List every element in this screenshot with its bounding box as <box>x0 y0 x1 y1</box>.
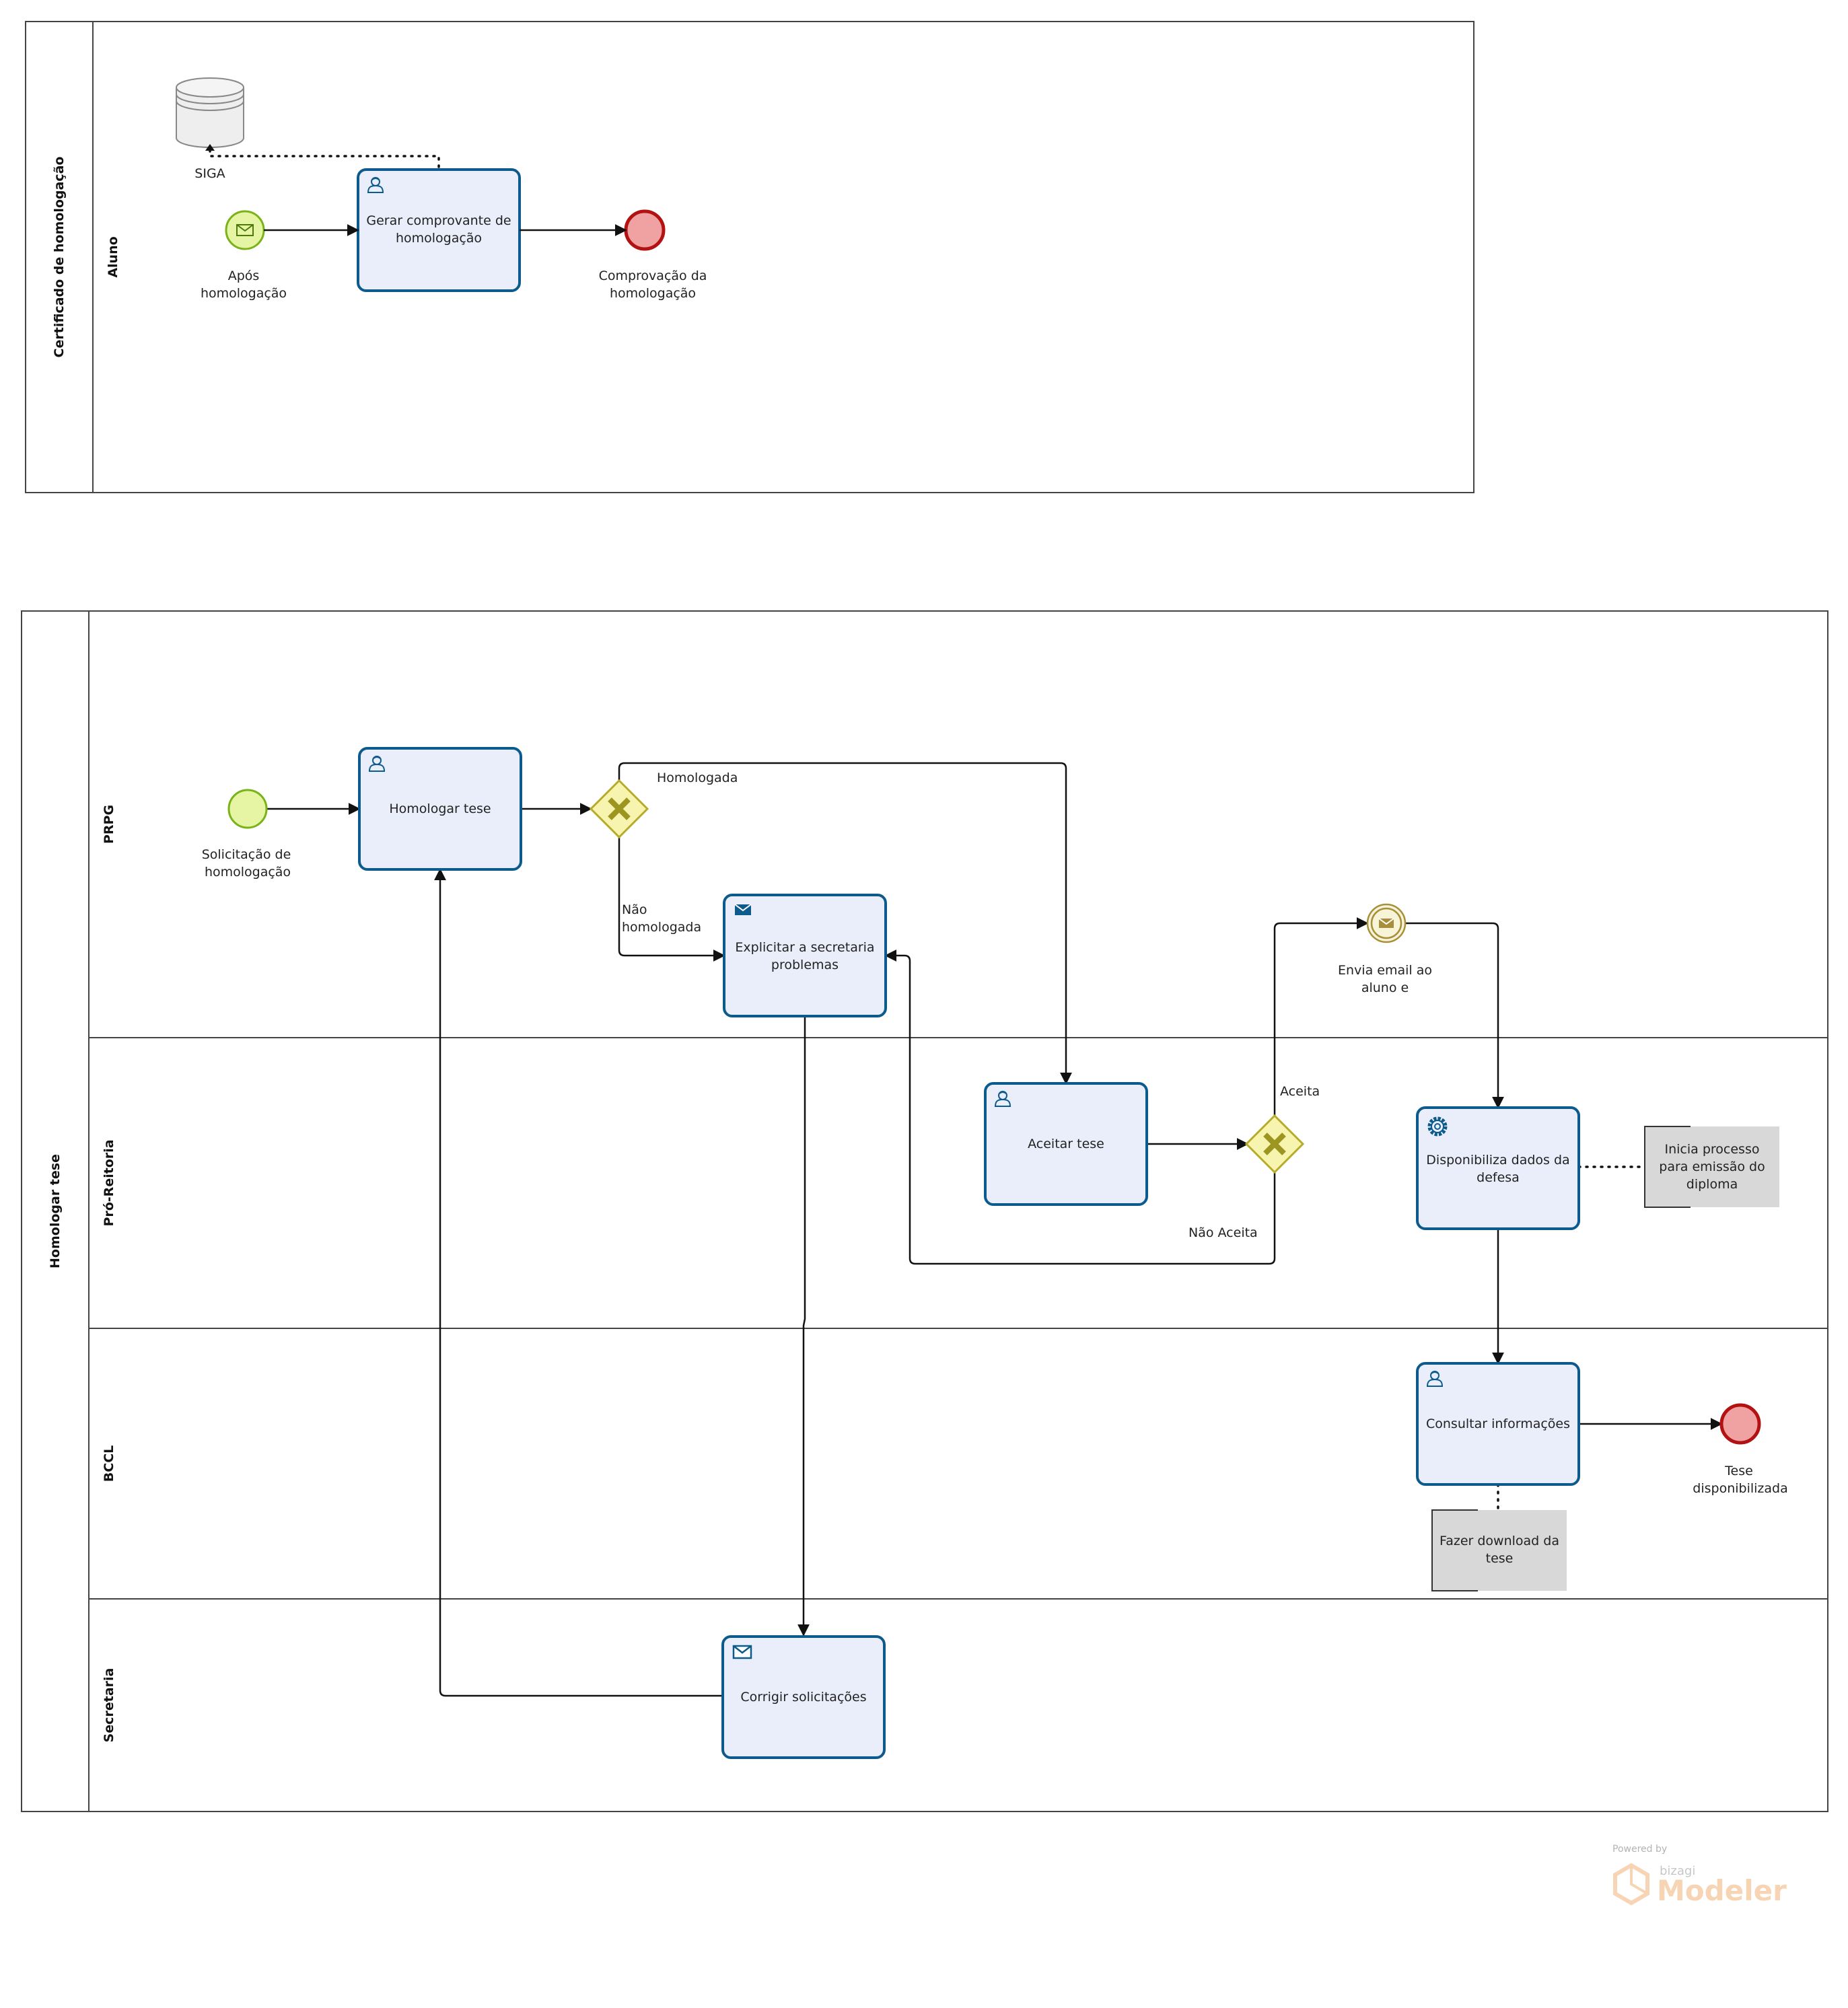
end-event-comprovacao[interactable] <box>624 209 666 251</box>
task-label: Gerar comprovante de <box>366 213 511 228</box>
event-label: Tese <box>1724 1464 1753 1478</box>
annotation-text: Inicia processo <box>1665 1142 1760 1157</box>
task-disponibiliza-dados[interactable]: Disponibiliza dados da defesa <box>1416 1106 1580 1230</box>
flow-label-nao-homologada: homologada <box>622 920 701 935</box>
lane-title-bccl: BCCL <box>102 1445 116 1482</box>
exclusive-gateway-homologada[interactable] <box>589 779 649 839</box>
task-label: Disponibiliza dados da <box>1426 1153 1569 1168</box>
flow-label-homologada: Homologada <box>657 770 738 785</box>
sequence-flow <box>434 868 723 1697</box>
envelope-icon <box>236 224 254 236</box>
task-aceitar-tese[interactable]: Aceitar tese <box>984 1082 1148 1206</box>
event-label: aluno e <box>1361 980 1409 995</box>
flow-label-nao-homologada: Não <box>622 902 647 917</box>
envelope-icon <box>1378 918 1394 928</box>
pool-title-certificado: Certificado de homologação <box>52 157 67 358</box>
siga-label: SIGA <box>194 166 225 181</box>
event-label: disponibilizada <box>1693 1481 1787 1496</box>
association-gerar-siga <box>209 148 440 168</box>
task-label: homologação <box>396 231 482 246</box>
task-label: Aceitar tese <box>1028 1137 1104 1151</box>
annotation-inicia-processo: Inicia processo para emissão do diploma <box>1644 1126 1779 1208</box>
task-gerar-comprovante[interactable]: Gerar comprovante de homologação <box>357 168 521 292</box>
lane-title-prpg: PRPG <box>102 805 116 844</box>
task-label: problemas <box>771 958 839 972</box>
task-consultar-informacoes[interactable]: Consultar informações <box>1416 1362 1580 1486</box>
event-label: Solicitação de <box>202 847 291 862</box>
end-event-tese-disponibilizada[interactable] <box>1719 1403 1761 1445</box>
flow-label-nao-aceita: Não Aceita <box>1188 1225 1258 1240</box>
pool-certificado: Certificado de homologação Aluno <box>25 21 1474 493</box>
flow-nao-aceita <box>884 949 1276 1265</box>
event-label: Envia email ao <box>1338 963 1432 978</box>
pool-title-homologar: Homologar tese <box>48 1154 63 1268</box>
x-icon <box>608 797 631 820</box>
x-icon <box>1263 1133 1286 1155</box>
flow-aceita <box>1273 917 1369 1116</box>
flow-homologada <box>618 762 1072 1085</box>
task-label: Homologar tese <box>389 801 491 816</box>
sequence-flow <box>797 1016 810 1637</box>
gear-icon <box>1427 1116 1448 1137</box>
bizagi-logo-icon <box>1613 1863 1649 1906</box>
intermediate-event-envia-email[interactable] <box>1366 903 1407 943</box>
task-corrigir-solicitacoes[interactable]: Corrigir solicitações <box>721 1635 886 1759</box>
annotation-text: para emissão do <box>1659 1159 1765 1174</box>
task-label: defesa <box>1477 1170 1520 1185</box>
task-label: Corrigir solicitações <box>740 1690 866 1705</box>
watermark-powered: Powered by <box>1612 1844 1667 1855</box>
start-event-apos-homologacao[interactable] <box>225 210 265 250</box>
task-homologar-tese[interactable]: Homologar tese <box>358 747 522 871</box>
event-label: homologação <box>610 286 696 301</box>
task-explicitar-secretaria[interactable]: Explicitar a secretaria problemas <box>723 894 887 1017</box>
flow-label-aceita: Aceita <box>1280 1084 1320 1099</box>
sequence-flow <box>1404 922 1504 1109</box>
annotation-fazer-download: Fazer download da tese <box>1431 1509 1567 1591</box>
task-label: Consultar informações <box>1426 1417 1570 1431</box>
annotation-text: Fazer download da <box>1440 1534 1559 1548</box>
lane-title-aluno: Aluno <box>106 236 120 277</box>
start-event-solicitacao[interactable] <box>227 789 268 829</box>
event-label: Após <box>228 268 260 283</box>
lane-title-pro-reitoria: Pró-Reitoria <box>102 1139 116 1226</box>
watermark-brand: bizagi <box>1660 1864 1695 1878</box>
event-label: homologação <box>205 865 291 880</box>
event-label: homologação <box>201 286 287 301</box>
exclusive-gateway-aceita[interactable] <box>1244 1114 1305 1174</box>
task-label: Explicitar a secretaria <box>735 940 874 955</box>
flow-nao-homologada <box>618 837 725 962</box>
association-arrowhead <box>205 144 215 151</box>
bizagi-watermark: Powered by bizagi Modeler <box>1612 1844 1787 1907</box>
annotation-text: tese <box>1486 1551 1514 1566</box>
message-icon <box>734 904 752 916</box>
lane-title-secretaria: Secretaria <box>102 1668 116 1743</box>
annotation-text: diploma <box>1686 1177 1738 1192</box>
siga-datastore[interactable] <box>176 77 244 148</box>
event-label: Comprovação da <box>599 268 707 283</box>
watermark-product: Modeler <box>1657 1874 1787 1907</box>
message-icon <box>732 1645 752 1659</box>
